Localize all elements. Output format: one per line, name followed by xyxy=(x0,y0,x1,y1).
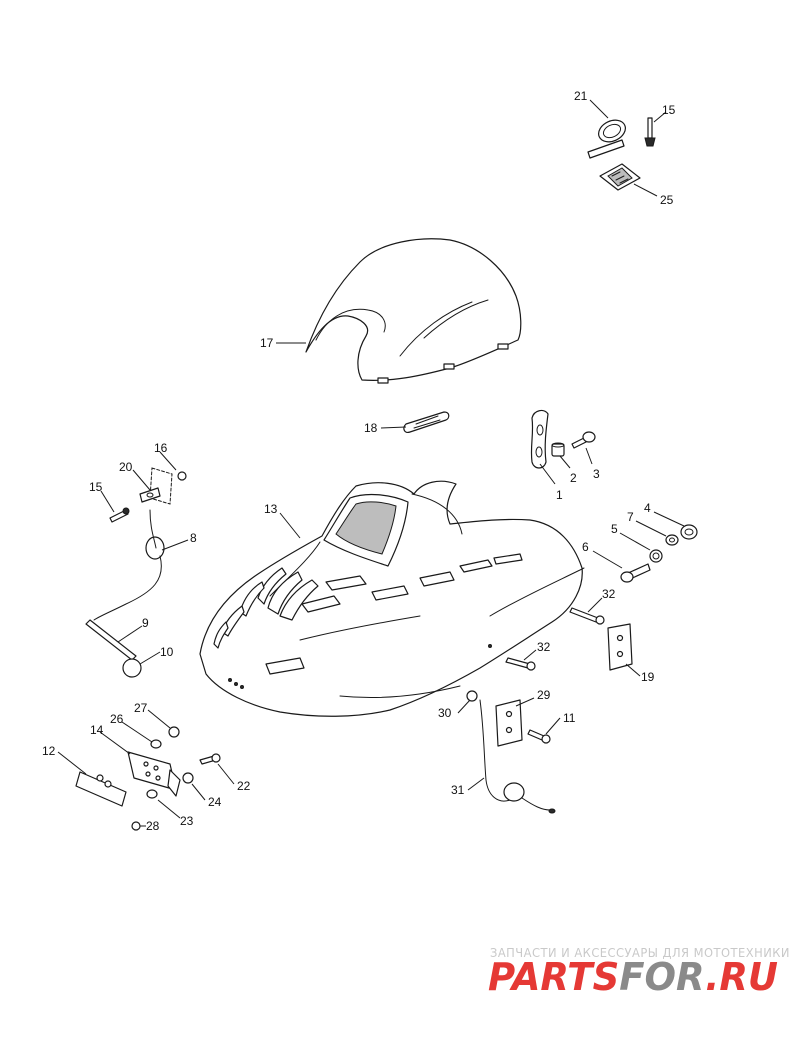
callout-32-right: 32 xyxy=(602,587,616,601)
callout-16: 16 xyxy=(154,441,168,455)
part-1-bracket xyxy=(530,409,549,469)
watermark: ЗАПЧАСТИ И АКСЕССУАРЫ ДЛЯ МОТОТЕХНИКИ PA… xyxy=(488,946,790,999)
part-10-ring xyxy=(122,658,142,678)
callout-26: 26 xyxy=(110,712,124,726)
callout-13: 13 xyxy=(264,502,278,516)
part-3-bolt xyxy=(571,431,596,449)
callout-15-top: 15 xyxy=(662,103,676,117)
callout-2: 2 xyxy=(570,471,577,485)
part-6-shoulder-bolt xyxy=(620,563,651,583)
leader-lines xyxy=(57,99,685,827)
part-32-screw-right xyxy=(569,607,605,625)
part-11-bolt xyxy=(527,729,551,744)
callout-20: 20 xyxy=(119,460,133,474)
part-14-bracket-plate xyxy=(127,751,181,797)
callout-18: 18 xyxy=(364,421,378,435)
part-30-nut xyxy=(466,690,478,702)
callout-23: 23 xyxy=(180,814,194,828)
callouts: 21 15 25 17 18 1 2 3 4 7 5 6 32 32 19 13… xyxy=(42,89,676,833)
part-31-cable xyxy=(479,699,556,814)
watermark-logo-parts: PARTS xyxy=(488,955,619,999)
watermark-logo-for: FOR xyxy=(619,955,705,999)
callout-12: 12 xyxy=(42,744,56,758)
part-16-clip-plate xyxy=(149,467,187,505)
callout-21: 21 xyxy=(574,89,588,103)
part-21-strap-clamp xyxy=(587,119,626,159)
callout-15-left: 15 xyxy=(89,480,103,494)
callout-7: 7 xyxy=(627,510,634,524)
part-9-rod xyxy=(85,619,137,661)
watermark-tagline: ЗАПЧАСТИ И АКСЕССУАРЫ ДЛЯ МОТОТЕХНИКИ xyxy=(490,946,790,960)
part-2-spacer xyxy=(551,442,565,457)
callout-1: 1 xyxy=(556,488,563,502)
callout-30: 30 xyxy=(438,706,452,720)
callout-8: 8 xyxy=(190,531,197,545)
part-5-grommet xyxy=(649,549,663,563)
part-25-mount-base xyxy=(599,163,641,191)
callout-4: 4 xyxy=(644,501,651,515)
part-24-washer xyxy=(182,772,194,784)
part-20-clip xyxy=(139,487,161,503)
part-15-push-rivet-top xyxy=(644,117,656,147)
callout-3: 3 xyxy=(593,467,600,481)
callout-28: 28 xyxy=(146,819,160,833)
callout-6: 6 xyxy=(582,540,589,554)
callout-14: 14 xyxy=(90,723,104,737)
callout-17: 17 xyxy=(260,336,274,350)
callout-19: 19 xyxy=(641,670,655,684)
part-28-nut xyxy=(131,821,141,831)
callout-9: 9 xyxy=(142,616,149,630)
callout-10: 10 xyxy=(160,645,174,659)
part-15-push-rivet-left xyxy=(109,507,130,523)
watermark-logo-ru: .RU xyxy=(705,955,778,999)
callout-22: 22 xyxy=(237,779,251,793)
part-32-screw-center xyxy=(505,657,536,671)
part-4-nut xyxy=(680,524,698,540)
callout-24: 24 xyxy=(208,795,222,809)
part-17-windshield xyxy=(305,238,522,384)
part-12-reflector xyxy=(75,771,127,807)
part-23-nut xyxy=(146,789,158,799)
callout-29: 29 xyxy=(537,688,551,702)
part-18-grip xyxy=(403,411,450,433)
part-13-hood xyxy=(199,480,585,717)
callout-31: 31 xyxy=(451,783,465,797)
callout-5: 5 xyxy=(611,522,618,536)
part-19-flap-bracket xyxy=(607,623,633,671)
part-27-nut xyxy=(168,726,180,738)
callout-25: 25 xyxy=(660,193,674,207)
watermark-logo: PARTSFOR.RU xyxy=(488,955,778,999)
part-7-washer xyxy=(665,534,679,546)
part-8-tether-cord xyxy=(93,509,165,621)
part-26-washer xyxy=(150,739,162,749)
callout-11: 11 xyxy=(563,711,576,725)
part-22-bolt xyxy=(199,753,221,765)
part-29-plate xyxy=(495,699,523,747)
callout-27: 27 xyxy=(134,701,148,715)
callout-32-center: 32 xyxy=(537,640,551,654)
